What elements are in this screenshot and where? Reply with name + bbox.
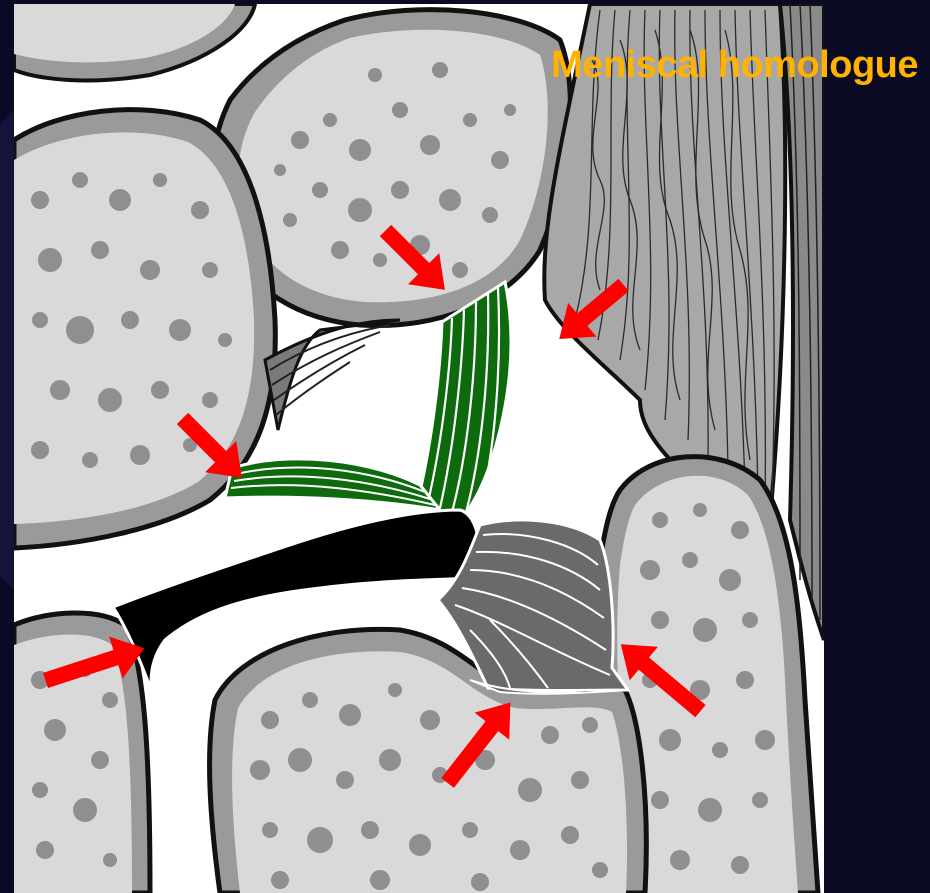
meniscal-homologue-label: Meniscal homologue <box>551 44 918 87</box>
